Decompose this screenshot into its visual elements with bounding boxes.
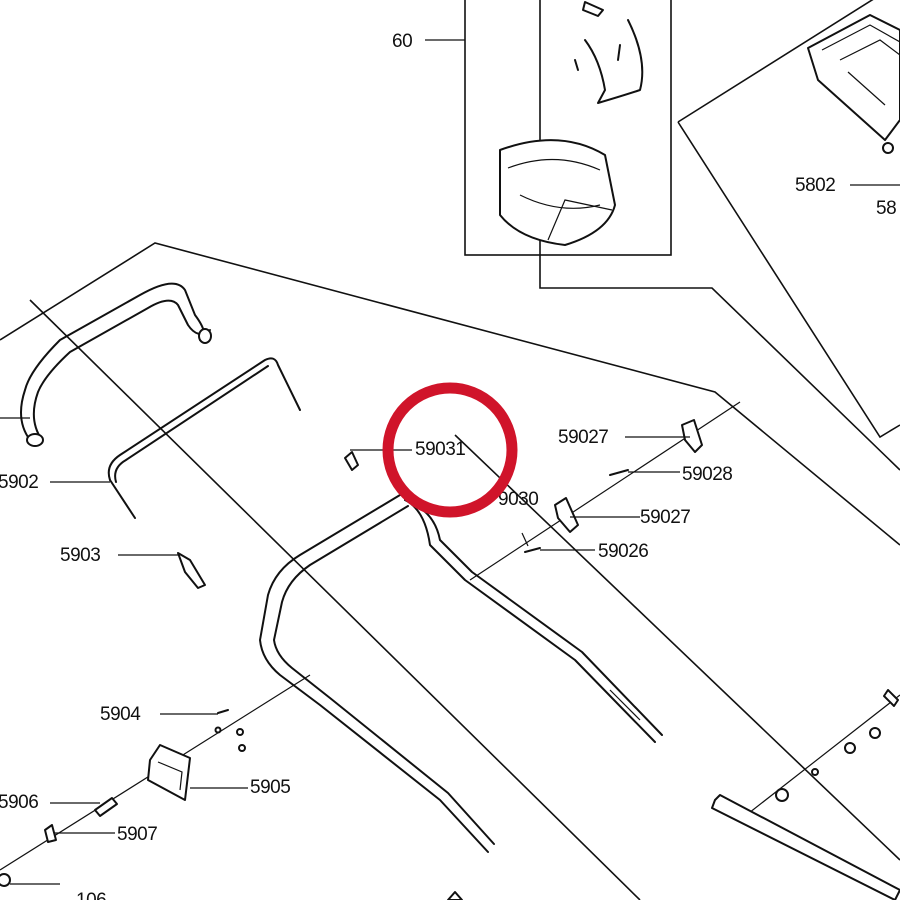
label-5905: 5905 xyxy=(250,777,290,798)
label-106: 106 xyxy=(76,890,106,900)
leader-lines xyxy=(0,39,900,885)
label-59031: 59031 xyxy=(415,439,465,460)
label-59030: 9030 xyxy=(498,489,538,510)
part-labels: 60 5802 58 59031 59027 59028 9030 59027 … xyxy=(0,31,897,900)
label-59027-lower: 59027 xyxy=(640,507,690,528)
label-58: 58 xyxy=(876,198,896,219)
label-5802: 5802 xyxy=(795,175,835,196)
label-59028: 59028 xyxy=(682,464,732,485)
label-5906: 5906 xyxy=(0,792,38,813)
label-5907: 5907 xyxy=(117,824,157,845)
battery-pack xyxy=(807,14,900,154)
label-59027-upper: 59027 xyxy=(558,427,608,448)
upper-handle-bar xyxy=(20,282,212,447)
label-5904: 5904 xyxy=(100,704,141,725)
hardware-lines xyxy=(0,401,900,900)
label-5903: 5903 xyxy=(60,545,100,566)
grass-bag-assembly xyxy=(499,1,644,246)
label-59026: 59026 xyxy=(598,541,648,562)
label-5902: 5902 xyxy=(0,472,38,493)
label-60: 60 xyxy=(392,31,412,52)
control-bail-wire xyxy=(107,357,301,519)
highlight-circle xyxy=(382,382,518,518)
